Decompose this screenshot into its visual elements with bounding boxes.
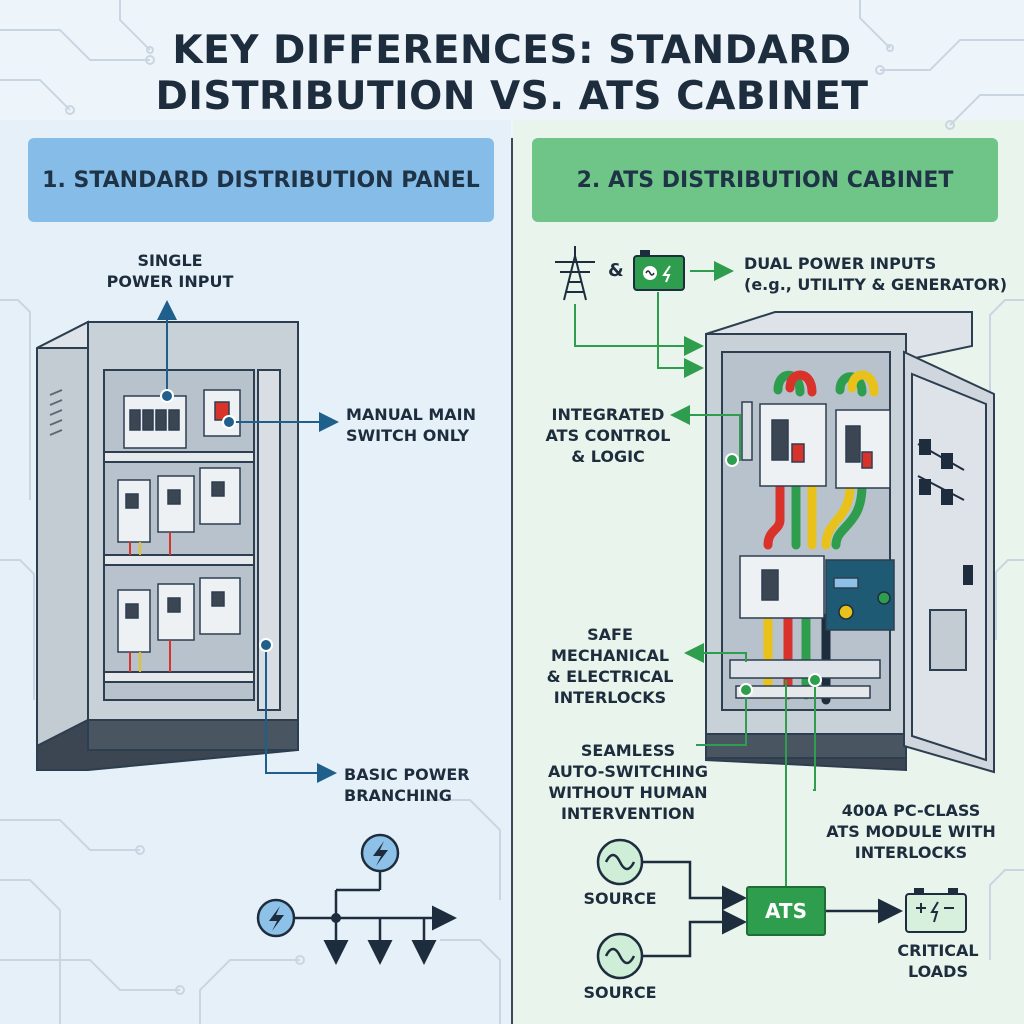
input-lines — [574, 261, 734, 378]
flow-lines — [642, 860, 903, 958]
manual-switch-label: MANUAL MAIN SWITCH ONLY — [346, 405, 476, 445]
branching-diagram — [294, 872, 457, 965]
ats-module-label: 400A PC-CLASS ATS MODULE WITH INTERLOCKS — [826, 801, 996, 862]
left-breakers — [117, 389, 241, 653]
single-input-label: SINGLE POWER INPUT — [106, 251, 234, 291]
critical-loads-label: CRITICAL LOADS — [897, 941, 979, 981]
basic-branching-label: BASIC POWER BRANCHING — [344, 765, 470, 805]
standard-panel-header: 1. STANDARD DISTRIBUTION PANEL — [28, 138, 494, 222]
ats-cabinet-header: 2. ATS DISTRIBUTION CABINET — [532, 138, 998, 222]
left-callouts — [157, 300, 339, 783]
page-title: KEY DIFFERENCES: STANDARD DISTRIBUTION V… — [0, 28, 1024, 120]
busbars — [763, 370, 879, 705]
integrated-control-label: INTEGRATED ATS CONTROL & LOGIC — [545, 405, 671, 466]
right-callouts — [670, 405, 816, 886]
door-latches — [917, 439, 973, 585]
dual-inputs-label: DUAL POWER INPUTS (e.g., UTILITY & GENER… — [744, 254, 1008, 294]
title-line-2: DISTRIBUTION VS. ATS CABINET — [155, 74, 869, 119]
ats-switch-box: ATS — [746, 886, 826, 936]
ats-breakers — [729, 401, 895, 699]
left-wires — [129, 532, 171, 672]
lightning-bolt-icon — [360, 833, 400, 873]
seamless-switching-label: SEAMLESS AUTO-SWITCHING WITHOUT HUMAN IN… — [548, 741, 708, 823]
title-line-1: KEY DIFFERENCES: STANDARD — [172, 28, 852, 73]
lightning-bolt-icon — [256, 898, 296, 938]
ampersand-label: & — [608, 260, 624, 281]
source-label-2: SOURCE — [583, 983, 657, 1002]
source-label-1: SOURCE — [583, 889, 657, 908]
transmission-tower-icon — [555, 246, 595, 301]
interlocks-label: SAFE MECHANICAL & ELECTRICAL INTERLOCKS — [546, 625, 674, 707]
ac-source-icon — [596, 932, 644, 980]
battery-load-icon — [905, 888, 967, 933]
center-divider — [511, 138, 513, 1024]
generator-battery-icon — [633, 250, 685, 291]
ac-source-icon — [596, 838, 644, 886]
